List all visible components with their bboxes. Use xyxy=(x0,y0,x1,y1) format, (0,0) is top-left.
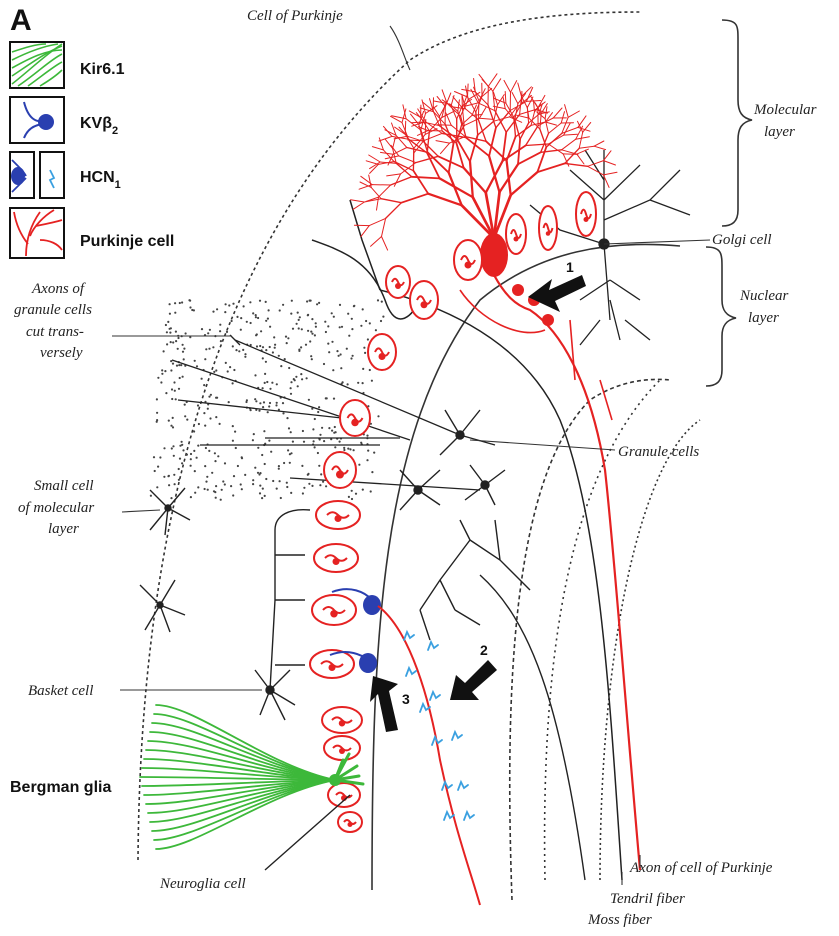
label-axons-4: versely xyxy=(40,345,83,361)
legend-kir61: Kir6.1 xyxy=(10,42,125,88)
label-basket-cell: Basket cell xyxy=(28,683,93,699)
moss-fiber-branches xyxy=(420,520,585,880)
label-axons-3: cut trans- xyxy=(26,324,84,340)
arrow-2: 2 xyxy=(450,642,497,700)
legend-hcn1-label: HCN1 xyxy=(80,169,121,191)
legend-kvbeta2-label: KVβ2 xyxy=(80,115,118,137)
label-tendril-fiber: Tendril fiber xyxy=(610,891,685,907)
label-molecular-layer-1: Molecular xyxy=(753,102,817,118)
label-granule-cells: Granule cells xyxy=(618,444,699,460)
label-axons-2: granule cells xyxy=(14,302,92,318)
legend: A Kir6.1 KVβ2 HCN1 xyxy=(10,4,174,258)
basket-cell xyxy=(255,510,310,720)
arrow-1-number: 1 xyxy=(566,259,574,275)
arrow-3-number: 3 xyxy=(402,691,410,707)
legend-purkinje-label: Purkinje cell xyxy=(80,233,174,250)
small-cell-molecular xyxy=(140,488,190,632)
molecular-bracket xyxy=(722,20,752,226)
label-moss-fiber: Moss fiber xyxy=(587,912,652,928)
golgi-cell xyxy=(530,150,690,345)
label-golgi-cell: Golgi cell xyxy=(712,232,772,248)
label-axon-purkinje: Axon of cell of Purkinje xyxy=(629,860,773,876)
arrow-3: 3 xyxy=(370,676,410,732)
arrow-2-number: 2 xyxy=(480,642,488,658)
panel-letter: A xyxy=(10,4,32,37)
purkinje-axon-hcn xyxy=(378,606,480,905)
legend-hcn1: HCN1 xyxy=(10,152,121,198)
legend-purkinje: Purkinje cell xyxy=(10,208,174,258)
label-cell-of-purkinje: Cell of Purkinje xyxy=(247,8,343,24)
neuroglia-pointer xyxy=(265,795,350,870)
label-neuroglia-cell: Neuroglia cell xyxy=(159,876,246,892)
label-small-cell-1: Small cell xyxy=(34,478,94,494)
label-molecular-layer-2: layer xyxy=(764,124,795,140)
white-matter-arc xyxy=(600,420,700,880)
nuclear-bracket xyxy=(706,247,736,386)
legend-kir61-label: Kir6.1 xyxy=(80,61,125,78)
legend-kvbeta2: KVβ2 xyxy=(10,97,118,143)
label-axons-1: Axons of xyxy=(31,281,86,297)
label-nuclear-layer-1: Nuclear xyxy=(739,288,788,304)
label-nuclear-layer-2: layer xyxy=(748,310,779,326)
label-small-cell-3: layer xyxy=(48,521,79,537)
label-small-cell-2: of molecular xyxy=(18,500,94,516)
label-bergman-glia: Bergman glia xyxy=(10,779,111,796)
